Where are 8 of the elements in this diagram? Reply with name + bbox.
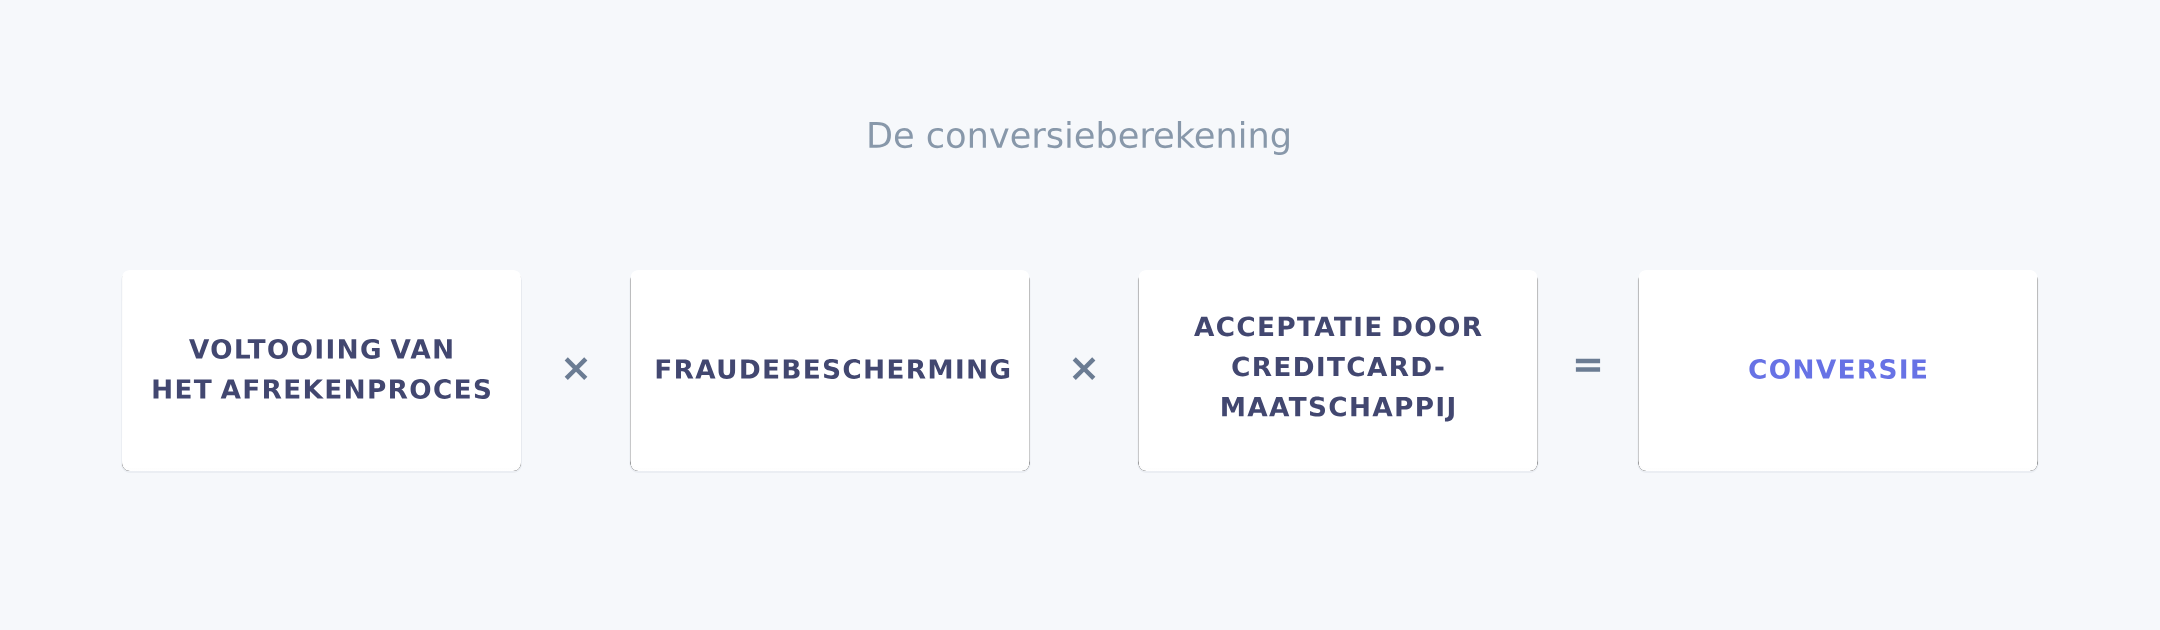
- title: De conversieberekening: [869, 120, 1289, 155]
- text-box: VOLTOOIING VAN HET AFREKENPROCES: [121, 270, 522, 473]
- operator-sign: ×: [564, 357, 588, 380]
- text-box: CONVERSIE: [1637, 270, 2039, 473]
- text-box: FRAUDEBESCHERMING: [629, 270, 1031, 473]
- text-box: ACCEPTATIE DOOR CREDITCARD- MAATSCHAPPIJ: [1137, 270, 1539, 473]
- operator-sign: =: [1575, 358, 1601, 372]
- operator-sign: ×: [1072, 357, 1096, 380]
